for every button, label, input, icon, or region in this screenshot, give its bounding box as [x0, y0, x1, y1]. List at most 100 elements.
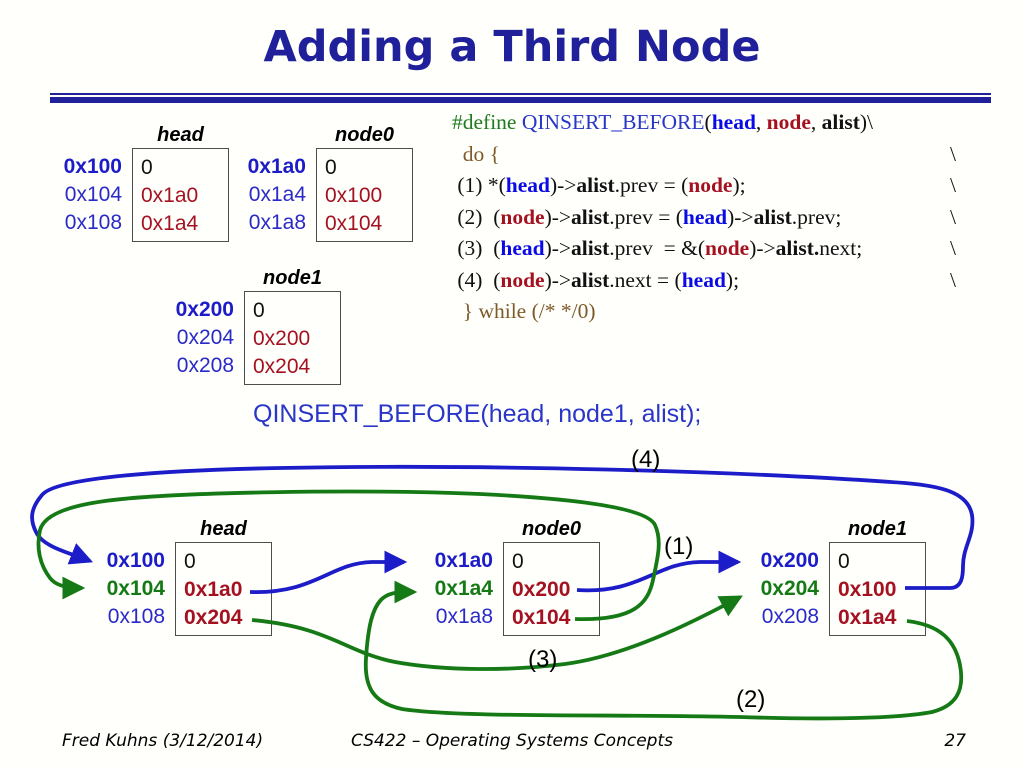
- code-segment: .prev = (: [609, 204, 683, 229]
- value-cell: 0x1a4: [838, 606, 897, 629]
- value-box: 0 0x100 0x1a4: [829, 542, 926, 636]
- memory-box-node1-top: node1 0x200 0x204 0x208 0 0x200 0x204: [166, 267, 341, 385]
- code-segment: );: [732, 173, 746, 197]
- address-label: 0x108: [64, 211, 122, 234]
- code-segment: )->: [544, 267, 572, 292]
- code-segment: (1) *(: [452, 173, 506, 197]
- value-cell: 0: [512, 550, 524, 573]
- arrow-step1-node0-next-to-node1: [576, 550, 742, 593]
- value-cell: 0x100: [325, 184, 383, 207]
- code-segment: .next = (: [609, 267, 682, 292]
- address-label: 0x1a0: [247, 155, 306, 178]
- code-segment: .prev = &(: [609, 236, 705, 260]
- code-segment: QINSERT_BEFORE: [521, 110, 705, 134]
- address-label: 0x200: [760, 549, 819, 572]
- slide-title: Adding a Third Node: [263, 22, 761, 72]
- code-segment: node: [704, 236, 750, 260]
- value-cell: 0x1a0: [184, 578, 243, 601]
- code-line: (2) (node)->alist.prev = (head)->alist.p…: [452, 202, 956, 234]
- code-segment: ,: [810, 110, 822, 134]
- arrow-head-next-to-node0: [249, 550, 408, 594]
- value-cell: 0x204: [184, 606, 243, 629]
- code-segment: } while (/* */0): [452, 299, 596, 323]
- title-rule-thick: [50, 97, 991, 103]
- value-cell: 0: [253, 299, 265, 322]
- address-label: 0x1a0: [434, 549, 493, 572]
- address-label: 0x1a4: [434, 577, 493, 600]
- line-continuation: \: [950, 204, 956, 229]
- code-line: #define QINSERT_BEFORE(head, node, alist…: [452, 107, 956, 139]
- value-cell: 0x204: [253, 355, 311, 378]
- value-cell: 0x104: [512, 606, 571, 629]
- line-continuation: \: [950, 236, 956, 260]
- memory-box-label: node0: [335, 124, 394, 146]
- code-line: (1) *(head)->alist.prev = (node);\: [452, 170, 956, 202]
- address-label: 0x204: [176, 326, 234, 349]
- memory-box-label: head: [200, 518, 247, 540]
- value-box: 0 0x200 0x104: [503, 542, 600, 636]
- code-segment: alist: [571, 204, 610, 229]
- code-segment: #define: [452, 110, 522, 134]
- macro-code-block: #define QINSERT_BEFORE(head, node, alist…: [452, 107, 956, 328]
- code-segment: alist: [576, 173, 615, 197]
- value-cell: 0x200: [512, 578, 571, 601]
- code-segment: node: [766, 110, 811, 134]
- address-label: 0x208: [761, 605, 819, 628]
- code-segment: head: [682, 204, 728, 229]
- address-label: 0x200: [175, 298, 234, 321]
- code-line: (3) (head)->alist.prev = &(node)->alist.…: [452, 233, 956, 265]
- line-continuation: \: [950, 141, 956, 166]
- value-cell: 0x1a0: [141, 184, 199, 207]
- title-rule-thin: [50, 93, 991, 95]
- line-continuation: \: [950, 267, 956, 292]
- code-segment: (3) (: [452, 236, 501, 260]
- code-segment: alist: [571, 267, 610, 292]
- code-segment: next;: [819, 236, 863, 260]
- footer-course: CS422 – Operating Systems Concepts: [351, 731, 673, 751]
- value-cell: 0x100: [838, 578, 897, 601]
- address-column: 0x200 0x204 0x208: [166, 291, 234, 385]
- code-segment: .prev = (: [614, 173, 689, 197]
- code-segment: node: [688, 173, 733, 197]
- code-segment: (4) (: [452, 267, 501, 292]
- step-label-4: (4): [631, 446, 661, 473]
- address-label: 0x208: [176, 354, 234, 377]
- code-segment: .prev;: [791, 204, 842, 229]
- code-segment: alist.: [775, 236, 820, 260]
- step-label-2: (2): [736, 686, 766, 713]
- address-label: 0x108: [107, 605, 165, 628]
- code-segment: do {: [452, 141, 500, 166]
- memory-box-label: node1: [848, 518, 907, 540]
- code-segment: (: [704, 110, 712, 134]
- code-segment: (2) (: [452, 204, 501, 229]
- code-segment: alist: [753, 204, 792, 229]
- address-label: 0x1a8: [435, 605, 493, 628]
- code-segment: alist: [571, 236, 610, 260]
- code-segment: head: [711, 110, 756, 134]
- code-line: } while (/* */0): [452, 296, 956, 328]
- value-cell: 0: [184, 550, 196, 573]
- address-label: 0x104: [106, 577, 165, 600]
- code-line: (4) (node)->alist.next = (head);\: [452, 265, 956, 297]
- footer-page-number: 27: [944, 731, 966, 751]
- value-box: 0 0x1a0 0x204: [175, 542, 272, 636]
- value-cell: 0: [838, 550, 850, 573]
- code-segment: )->: [544, 204, 572, 229]
- code-segment: head: [500, 236, 545, 260]
- address-column: 0x1a0 0x1a4 0x1a8: [425, 542, 493, 636]
- line-continuation: \: [950, 173, 956, 197]
- step-label-1: (1): [664, 533, 694, 560]
- code-line: do { \: [452, 139, 956, 171]
- memory-box-label: node1: [263, 267, 322, 289]
- code-segment: )->: [549, 173, 577, 197]
- address-label: 0x100: [63, 155, 122, 178]
- footer-author: Fred Kuhns (3/12/2014): [62, 731, 264, 751]
